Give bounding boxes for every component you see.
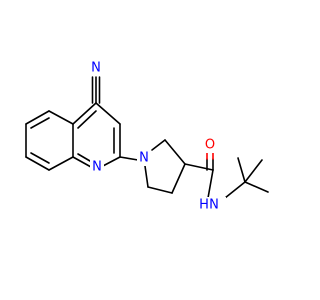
bond-n1-c8a [72,156,92,168]
bond-c2p-c3p [164,139,186,165]
bond-npyr-c2p [151,139,166,151]
bond-c5p-npyr [144,165,149,188]
atom-labels: N N N O N H [89,61,226,213]
amide-group [184,152,214,199]
bond-c5-c6 [25,110,50,125]
bond-cq-me3 [237,157,246,183]
bond-cq-me1 [244,181,269,193]
bond-c7-c8 [25,156,50,171]
bond-c2-npyr [119,156,139,161]
bond-cq-me2 [244,159,263,183]
bond-n1-c8a-inner [77,153,91,162]
bond-c4-c3 [95,102,121,125]
bond-c4a-c4 [72,102,97,125]
bond-c3p-c4p [171,163,186,194]
pyrrolidine-ring [144,139,186,194]
molecule-canvas: N N N O N H [25,61,269,213]
bond-c7-c8-inner [30,152,50,164]
atom-label-quinoline-n: N [92,160,102,175]
nitrile-group [91,76,101,104]
atom-label-nitrile-n: N [91,61,101,76]
quinoline-benzo-ring [25,110,74,171]
atom-label-amide-o: O [205,138,215,153]
atom-label-amide-n: N [209,198,219,213]
bond-c3p-camide [184,163,214,171]
bond-c4a-c4-inner [77,110,97,129]
bond-c8-c8a [48,156,74,171]
bond-c4a-c5 [48,110,74,125]
atom-label-amide-h: H [199,198,209,213]
bond-c5-c6-inner [30,117,50,129]
bond-camide-nh [207,169,214,199]
bond-c2-n1 [100,156,121,168]
tert-butyl-group [219,157,269,203]
bond-c4p-c5p [147,186,173,194]
atom-label-pyrrolidine-n: N [139,151,149,166]
molecule-structure: N N N O N H [25,61,269,213]
quinoline-pyridine-ring [72,102,121,168]
